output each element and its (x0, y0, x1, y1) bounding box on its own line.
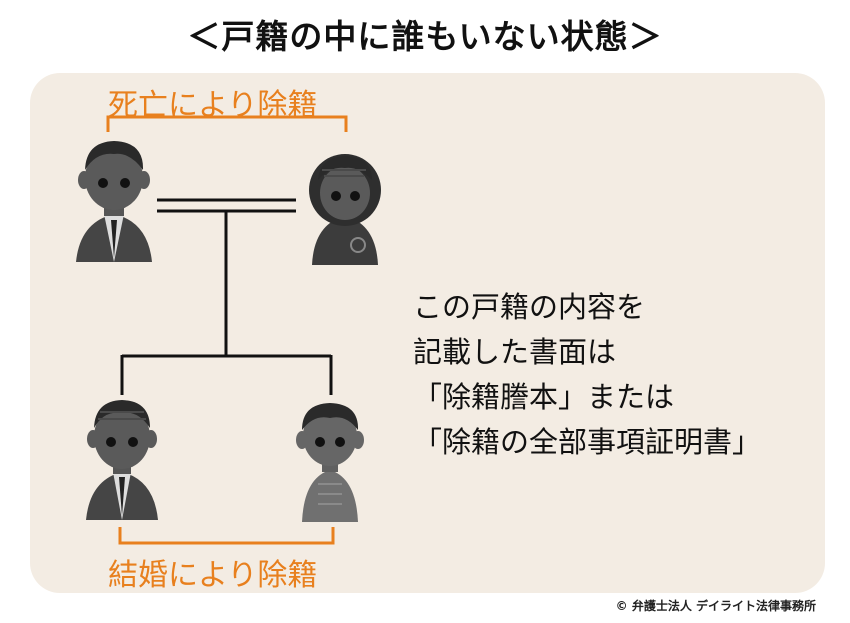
daughter-figure-icon (296, 403, 364, 522)
note-line-3: 「除籍謄本」または (413, 380, 675, 414)
father-figure-icon (76, 141, 152, 262)
bottom-label: 結婚により除籍 (108, 558, 318, 593)
top-bracket (106, 115, 348, 132)
bottom-bracket (118, 527, 335, 545)
note-line-2: 記載した書面は (413, 335, 617, 369)
explanation-note: この戸籍の内容を 記載した書面は 「除籍謄本」または 「除籍の全部事項証明書」 (413, 285, 761, 465)
mother-figure-icon (309, 154, 381, 265)
diagram-panel (30, 73, 825, 593)
note-line-4: 「除籍の全部事項証明書」 (413, 425, 762, 459)
copyright-text: © 弁護士法人 デイライト法律事務所 (615, 599, 816, 613)
page-title: ＜戸籍の中に誰もいない状態＞ (187, 17, 663, 56)
note-line-1: この戸籍の内容を (413, 290, 646, 324)
son-figure-icon (86, 400, 158, 520)
